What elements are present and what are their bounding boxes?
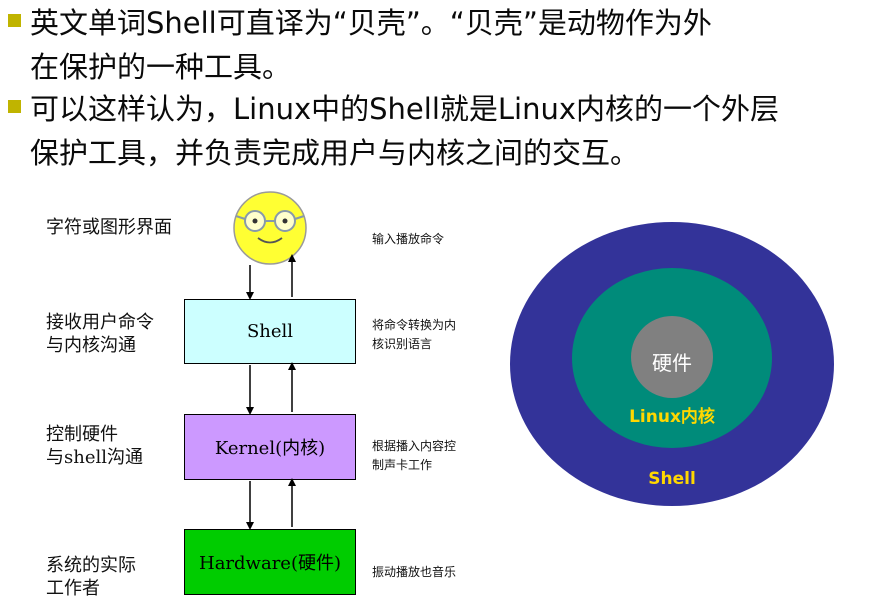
intro-bullet-1-line-2: 在保护的一种工具。 (30, 50, 292, 84)
note-shell-line-1: 将命令转换为内 (372, 318, 457, 332)
kernel-box-label: Kernel(内核) (214, 438, 326, 459)
label-kernel-line-2: 与shell沟通 (46, 447, 143, 468)
ring-inner-hardware (631, 316, 713, 398)
label-shell-line-2: 与内核沟通 (46, 335, 136, 356)
intro-bullet-2: 可以这样认为，Linux中的Shell就是Linux内核的一个外层 保护工具，并… (8, 87, 878, 175)
ring-outer-label: Shell (648, 469, 696, 489)
label-user-line-1: 字符或图形界面 (46, 217, 172, 238)
note-kernel-line-2: 制声卡工作 (372, 458, 433, 472)
label-hardware-line-1: 系统的实际 (46, 555, 136, 576)
hardware-box-label: Hardware(硬件) (199, 553, 341, 574)
note-hardware: 振动播放也音乐 (372, 563, 456, 582)
label-user-interface: 字符或图形界面 (46, 216, 172, 239)
note-user: 输入播放命令 (372, 230, 444, 249)
label-kernel-line-1: 控制硬件 (46, 424, 118, 445)
shell-box: Shell (184, 299, 356, 364)
note-kernel-line-1: 根据播入内容控 (372, 439, 457, 453)
intro-bullet-2-line-1: 可以这样认为，Linux中的Shell就是Linux内核的一个外层 (30, 92, 780, 126)
hardware-box: Hardware(硬件) (184, 529, 356, 595)
user-smiley-icon (233, 191, 307, 265)
note-shell: 将命令转换为内 核识别语言 (372, 316, 456, 354)
bullet-square-icon (8, 100, 21, 113)
bullet-square-icon (8, 14, 21, 27)
kernel-box: Kernel(内核) (184, 414, 356, 480)
label-shell-role: 接收用户命令 与内核沟通 (46, 311, 154, 357)
note-shell-line-2: 核识别语言 (372, 337, 433, 351)
note-user-line-1: 输入播放命令 (372, 232, 445, 246)
intro-bullet-2-line-2: 保护工具，并负责完成用户与内核之间的交互。 (30, 136, 640, 170)
ring-inner-label: 硬件 (652, 351, 692, 375)
label-hardware-role: 系统的实际 工作者 (46, 554, 136, 600)
note-kernel: 根据播入内容控 制声卡工作 (372, 437, 456, 475)
label-kernel-role: 控制硬件 与shell沟通 (46, 423, 143, 469)
intro-bullet-1-line-1: 英文单词Shell可直译为“贝壳”。“贝壳”是动物作为外 (30, 6, 712, 40)
ring-middle-label: Linux内核 (629, 406, 715, 427)
intro-bullet-1: 英文单词Shell可直译为“贝壳”。“贝壳”是动物作为外 在保护的一种工具。 (8, 1, 878, 89)
shell-box-label: Shell (246, 321, 294, 342)
label-shell-line-1: 接收用户命令 (46, 312, 154, 333)
note-hardware-line-1: 振动播放也音乐 (372, 565, 457, 579)
label-hardware-line-2: 工作者 (46, 578, 100, 599)
